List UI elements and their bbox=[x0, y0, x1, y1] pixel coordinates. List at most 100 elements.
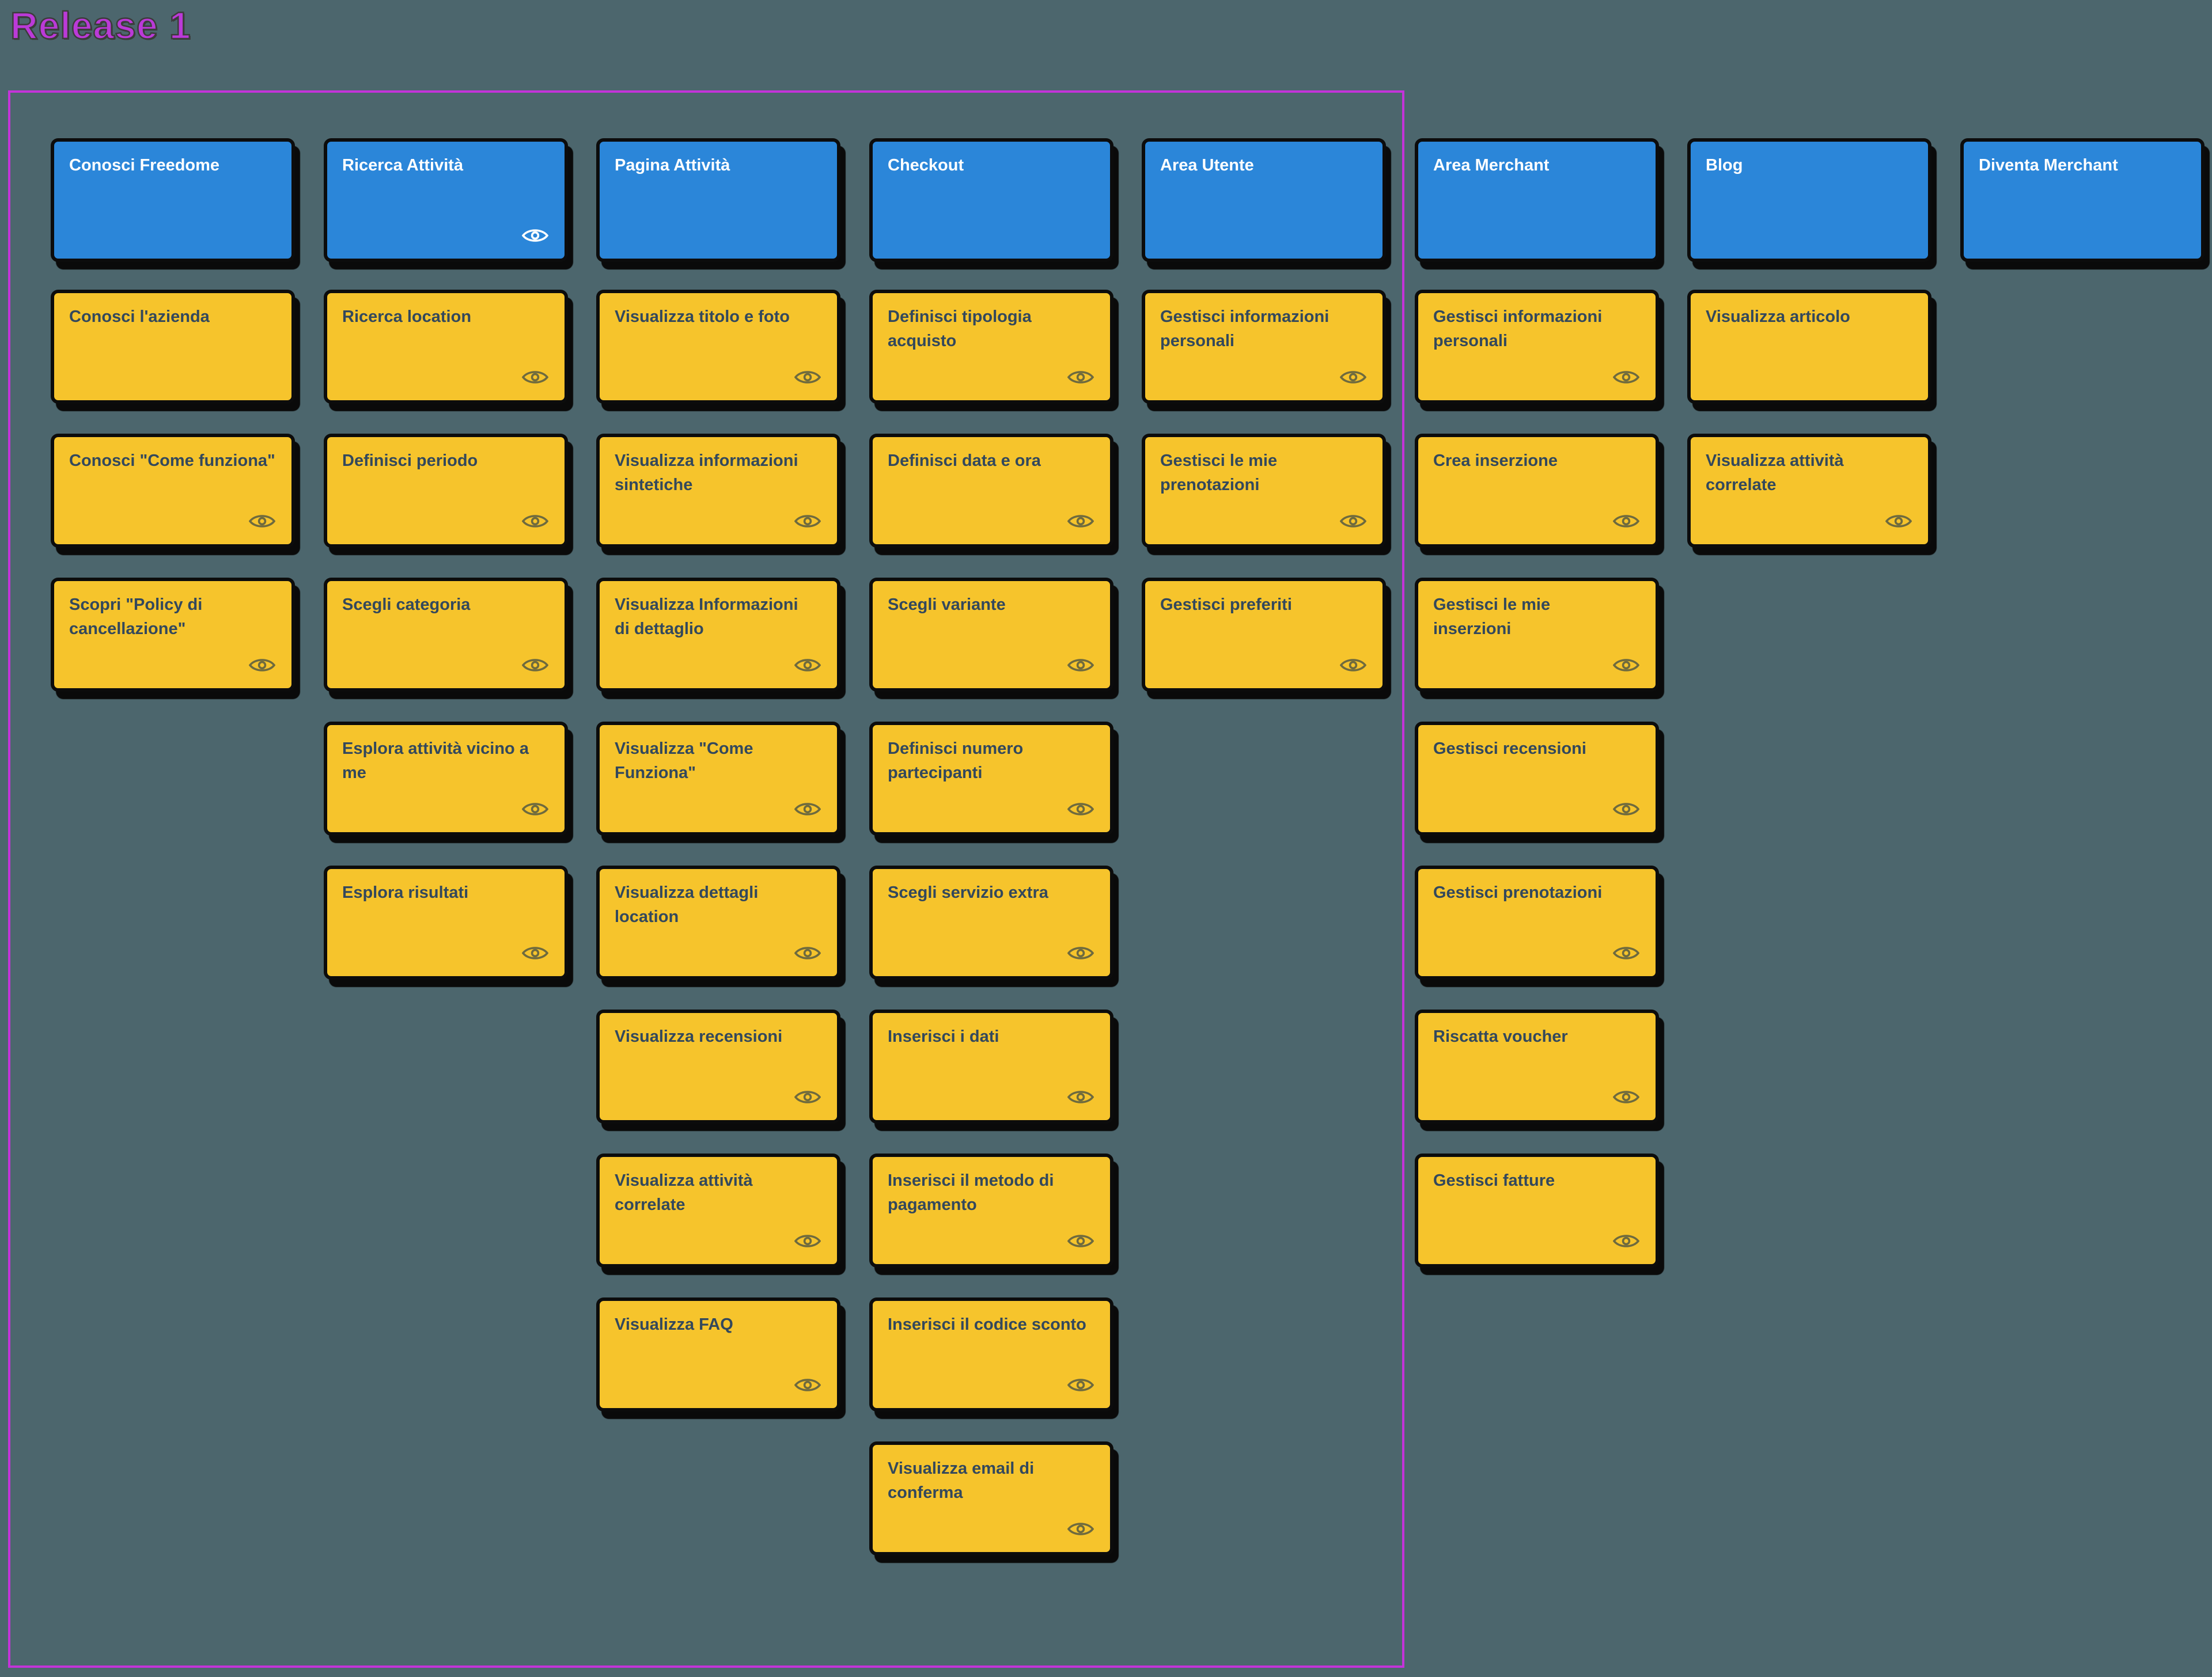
story-card-conosci-come-funziona[interactable]: Conosci "Come funziona" bbox=[51, 434, 295, 548]
story-card-gestisci-informazioni-personali[interactable]: Gestisci informazioni personali bbox=[1415, 290, 1659, 404]
eye-icon bbox=[1067, 659, 1094, 671]
story-label: Inserisci il codice sconto bbox=[888, 1315, 1086, 1334]
eye-icon bbox=[249, 659, 275, 671]
eye-icon bbox=[1067, 1523, 1094, 1535]
epic-title: Area Merchant bbox=[1433, 156, 1550, 174]
story-card-esplora-risultati[interactable]: Esplora risultati bbox=[324, 866, 568, 980]
story-label: Visualizza "Come Funziona" bbox=[615, 739, 753, 783]
story-label: Visualizza titolo e foto bbox=[615, 308, 790, 326]
epic-card-blog[interactable]: Blog bbox=[1687, 138, 1931, 262]
story-card-visualizza-articolo[interactable]: Visualizza articolo bbox=[1687, 290, 1931, 404]
story-card-visualizza-titolo-e-foto[interactable]: Visualizza titolo e foto bbox=[596, 290, 840, 404]
eye-icon bbox=[1340, 371, 1366, 384]
eye-icon bbox=[1613, 1235, 1639, 1247]
story-card-visualizza-informazioni-sintetiche[interactable]: Visualizza informazioni sintetiche bbox=[596, 434, 840, 548]
card-list: Visualizza titolo e foto Visualizza info… bbox=[596, 290, 840, 1412]
story-label: Scopri "Policy di cancellazione" bbox=[69, 595, 203, 639]
epic-card-diventa-merchant[interactable]: Diventa Merchant bbox=[1960, 138, 2205, 262]
eye-icon bbox=[794, 1235, 821, 1247]
release-title: Release 1 bbox=[10, 3, 191, 48]
eye-icon bbox=[1613, 371, 1639, 384]
card-list: Conosci l'azienda Conosci "Come funziona… bbox=[51, 290, 295, 692]
eye-icon bbox=[1067, 1235, 1094, 1247]
story-card-gestisci-preferiti[interactable]: Gestisci preferiti bbox=[1142, 578, 1386, 692]
epic-title: Conosci Freedome bbox=[69, 156, 220, 174]
eye-icon bbox=[1067, 947, 1094, 959]
story-card-ricerca-location[interactable]: Ricerca location bbox=[324, 290, 568, 404]
epic-card-area-utente[interactable]: Area Utente bbox=[1142, 138, 1386, 262]
eye-icon bbox=[1340, 659, 1366, 671]
story-label: Visualizza attività correlate bbox=[1706, 451, 1844, 495]
story-card-gestisci-recensioni[interactable]: Gestisci recensioni bbox=[1415, 722, 1659, 836]
story-card-scegli-variante[interactable]: Scegli variante bbox=[869, 578, 1113, 692]
story-label: Crea inserzione bbox=[1433, 451, 1558, 470]
eye-icon bbox=[522, 947, 548, 959]
story-card-definisci-numero-partecipanti[interactable]: Definisci numero partecipanti bbox=[869, 722, 1113, 836]
epic-card-checkout[interactable]: Checkout bbox=[869, 138, 1113, 262]
column-ricerca-attivita: Ricerca Attività Ricerca location Defini… bbox=[324, 138, 568, 980]
story-card-visualizza-attivita-correlate[interactable]: Visualizza attività correlate bbox=[596, 1154, 840, 1268]
eye-icon bbox=[522, 229, 548, 242]
story-card-gestisci-le-mie-inserzioni[interactable]: Gestisci le mie inserzioni bbox=[1415, 578, 1659, 692]
eye-icon bbox=[1067, 803, 1094, 815]
eye-icon bbox=[794, 371, 821, 384]
epic-title: Area Utente bbox=[1160, 156, 1254, 174]
story-card-gestisci-prenotazioni[interactable]: Gestisci prenotazioni bbox=[1415, 866, 1659, 980]
column-diventa-merchant: Diventa Merchant bbox=[1960, 138, 2205, 290]
card-list: Gestisci informazioni personali Gestisci… bbox=[1142, 290, 1386, 692]
story-card-inserisci-il-codice-sconto[interactable]: Inserisci il codice sconto bbox=[869, 1297, 1113, 1412]
story-card-inserisci-i-dati[interactable]: Inserisci i dati bbox=[869, 1010, 1113, 1124]
story-label: Definisci tipologia acquisto bbox=[888, 308, 1032, 351]
eye-icon bbox=[1067, 1091, 1094, 1103]
story-card-visualizza-email-di-conferma[interactable]: Visualizza email di conferma bbox=[869, 1441, 1113, 1555]
story-card-gestisci-le-mie-prenotazioni[interactable]: Gestisci le mie prenotazioni bbox=[1142, 434, 1386, 548]
card-list: Ricerca location Definisci periodo Scegl… bbox=[324, 290, 568, 980]
card-list: Visualizza articolo Visualizza attività … bbox=[1687, 290, 1931, 548]
epic-card-pagina-attivita[interactable]: Pagina Attività bbox=[596, 138, 840, 262]
eye-icon bbox=[522, 515, 548, 528]
story-label: Visualizza email di conferma bbox=[888, 1459, 1035, 1503]
story-label: Scegli servizio extra bbox=[888, 883, 1048, 902]
epic-card-area-merchant[interactable]: Area Merchant bbox=[1415, 138, 1659, 262]
story-card-scopri-policy-di-cancellazione[interactable]: Scopri "Policy di cancellazione" bbox=[51, 578, 295, 692]
story-card-definisci-data-e-ora[interactable]: Definisci data e ora bbox=[869, 434, 1113, 548]
story-label: Gestisci fatture bbox=[1433, 1171, 1555, 1190]
story-label: Scegli variante bbox=[888, 595, 1006, 614]
story-label: Gestisci le mie inserzioni bbox=[1433, 595, 1551, 639]
story-card-visualizza-recensioni[interactable]: Visualizza recensioni bbox=[596, 1010, 840, 1124]
eye-icon bbox=[794, 1091, 821, 1103]
card-list: Definisci tipologia acquisto Definisci d… bbox=[869, 290, 1113, 1555]
story-label: Inserisci il metodo di pagamento bbox=[888, 1171, 1054, 1215]
story-card-gestisci-informazioni-personali[interactable]: Gestisci informazioni personali bbox=[1142, 290, 1386, 404]
story-label: Visualizza attività correlate bbox=[615, 1171, 753, 1215]
story-label: Esplora risultati bbox=[342, 883, 469, 902]
story-card-visualizza-faq[interactable]: Visualizza FAQ bbox=[596, 1297, 840, 1412]
story-label: Visualizza informazioni sintetiche bbox=[615, 451, 798, 495]
story-card-crea-inserzione[interactable]: Crea inserzione bbox=[1415, 434, 1659, 548]
story-card-visualizza-come-funziona[interactable]: Visualizza "Come Funziona" bbox=[596, 722, 840, 836]
story-label: Visualizza Informazioni di dettaglio bbox=[615, 595, 798, 639]
story-card-visualizza-informazioni-di-dettaglio[interactable]: Visualizza Informazioni di dettaglio bbox=[596, 578, 840, 692]
story-card-inserisci-il-metodo-di-pagamento[interactable]: Inserisci il metodo di pagamento bbox=[869, 1154, 1113, 1268]
epic-card-ricerca-attivita[interactable]: Ricerca Attività bbox=[324, 138, 568, 262]
story-label: Visualizza FAQ bbox=[615, 1315, 733, 1334]
story-card-scegli-servizio-extra[interactable]: Scegli servizio extra bbox=[869, 866, 1113, 980]
story-card-gestisci-fatture[interactable]: Gestisci fatture bbox=[1415, 1154, 1659, 1268]
eye-icon bbox=[1613, 947, 1639, 959]
eye-icon bbox=[1613, 803, 1639, 815]
eye-icon bbox=[1613, 1091, 1639, 1103]
column-pagina-attivita: Pagina Attività Visualizza titolo e foto… bbox=[596, 138, 840, 1412]
epic-title: Pagina Attività bbox=[615, 156, 730, 174]
story-card-scegli-categoria[interactable]: Scegli categoria bbox=[324, 578, 568, 692]
epic-card-conosci-freedome[interactable]: Conosci Freedome bbox=[51, 138, 295, 262]
story-card-conosci-l-azienda[interactable]: Conosci l'azienda bbox=[51, 290, 295, 404]
story-label: Visualizza articolo bbox=[1706, 308, 1850, 326]
story-label: Ricerca location bbox=[342, 308, 472, 326]
story-card-visualizza-attivita-correlate[interactable]: Visualizza attività correlate bbox=[1687, 434, 1931, 548]
story-card-definisci-tipologia-acquisto[interactable]: Definisci tipologia acquisto bbox=[869, 290, 1113, 404]
story-card-definisci-periodo[interactable]: Definisci periodo bbox=[324, 434, 568, 548]
story-card-esplora-attivita-vicino-a-me[interactable]: Esplora attività vicino a me bbox=[324, 722, 568, 836]
story-card-visualizza-dettagli-location[interactable]: Visualizza dettagli location bbox=[596, 866, 840, 980]
story-card-riscatta-voucher[interactable]: Riscatta voucher bbox=[1415, 1010, 1659, 1124]
